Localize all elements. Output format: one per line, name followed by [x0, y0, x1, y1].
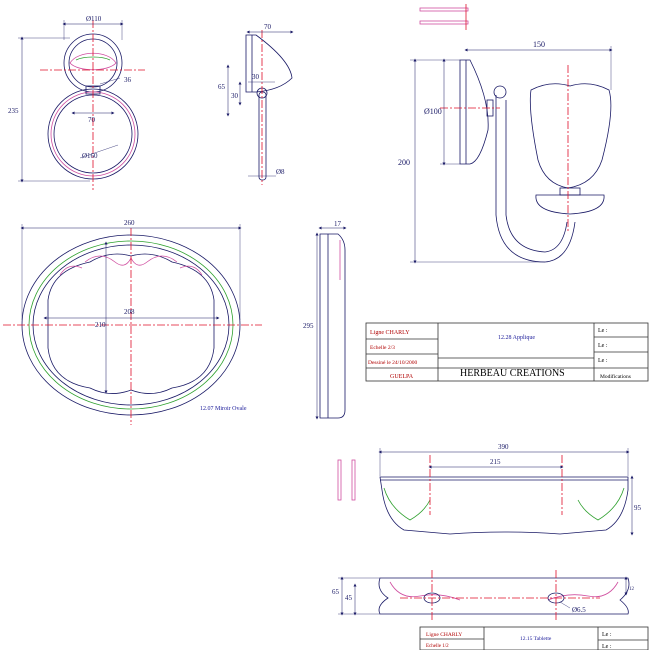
tb2-ligne: Ligne CHARLY: [426, 632, 462, 638]
shelf-dim-215: 215: [490, 458, 501, 466]
mirror-caption: 12.07 Miroir Ovale: [200, 406, 247, 412]
mirror-dim-diag: 208: [124, 308, 135, 316]
ring-dim-ring: Ø160: [82, 152, 98, 160]
ring-dim-top: Ø110: [86, 15, 102, 23]
mirror-side-dim-17: 17: [334, 220, 342, 228]
side-dim-30a: 30: [252, 73, 260, 81]
mirror-dim-inner: 210: [95, 321, 106, 329]
shelf-dim-45: 45: [345, 594, 353, 602]
sconce-dim-height: 200: [398, 158, 410, 167]
oval-mirror-view: [3, 224, 262, 425]
tb2-product: 12.15 Tablette: [520, 636, 552, 642]
shelf-dim-hole: Ø6.5: [572, 606, 586, 614]
shelf-dim-95: 95: [634, 504, 642, 512]
tb1-ligne: Ligne CHARLY: [370, 330, 410, 336]
ring-dim-small: 36: [124, 76, 132, 84]
tb1-le3: Le :: [598, 358, 608, 364]
tb1-company: HERBEAU CREATIONS: [460, 368, 565, 379]
tb1-modifs: Modifications: [600, 373, 631, 380]
shelf-top-view: [338, 570, 630, 622]
side-dim-rod: Ø8: [276, 168, 285, 176]
mirror-side-view: [315, 226, 347, 420]
sconce-dim-width: 150: [533, 40, 545, 49]
side-dim-30b: 30: [231, 92, 239, 100]
tb1-le2: Le :: [598, 343, 608, 349]
tb2-le1: Le :: [602, 632, 612, 638]
tb1-author: GUELPA: [390, 374, 414, 380]
shelf-front-view: [337, 448, 634, 536]
sconce-dim-base: Ø100: [424, 107, 442, 116]
mirror-side-dim-295: 295: [303, 322, 314, 330]
sconce-view: [410, 4, 613, 264]
shelf-dim-small: 12: [629, 587, 635, 592]
ring-dim-70: 70: [88, 116, 96, 124]
mirror-dim-width: 260: [124, 219, 135, 227]
shelf-dim-65: 65: [332, 588, 340, 596]
tb2-le2: Le :: [602, 644, 612, 650]
tb1-echelle: Echelle 2/3: [370, 345, 395, 351]
tb1-product: 12.28 Applique: [498, 335, 535, 341]
tb2-echelle: Echelle 1/2: [426, 644, 449, 649]
towel-ring-front-view: [18, 20, 145, 190]
towel-ring-side-view: [226, 30, 294, 185]
shelf-dim-390: 390: [498, 443, 509, 451]
side-dim-65: 65: [218, 83, 226, 91]
side-dim-top: 70: [264, 23, 272, 31]
tb1-le1: Le :: [598, 328, 608, 334]
tb1-dessine: Dessiné le 24/10/2000: [368, 360, 417, 366]
title-block-1-grid: [365, 322, 649, 382]
ring-dim-height: 235: [8, 107, 19, 115]
